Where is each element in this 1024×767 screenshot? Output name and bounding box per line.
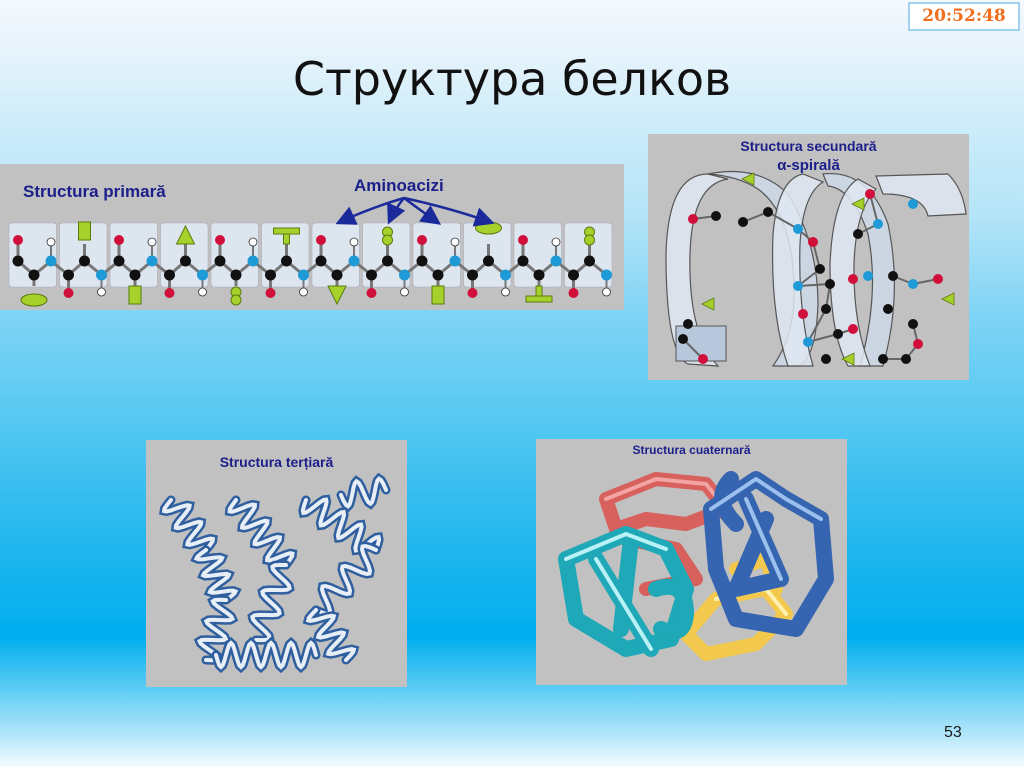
aminoacids-label: Aminoacizi [354, 176, 444, 195]
protein-subunits-illustration [558, 471, 834, 661]
secondary-structure-figure: Structura secundară α-spirală [648, 134, 969, 380]
page-number: 53 [944, 724, 962, 741]
clock-display: 20:52:48 [908, 2, 1020, 31]
quaternary-structure-figure: Structura cuaternară [536, 439, 847, 685]
quaternary-structure-label: Structura cuaternară [632, 443, 751, 457]
folded-protein-ribbon-illustration [159, 472, 391, 674]
primary-structure-label: Structura primară [23, 182, 166, 201]
tertiary-structure-label: Structura terțiară [219, 454, 334, 470]
slide-title: Структура белков [292, 52, 732, 106]
tertiary-structure-figure: Structura terțiară [146, 440, 407, 687]
primary-structure-figure: Structura primară Aminoacizi [0, 164, 624, 310]
peptide-chain-illustration [8, 196, 613, 307]
alpha-helix-illustration [665, 171, 967, 367]
aminoacid-arrows [335, 196, 495, 227]
secondary-structure-label: Structura secundară [740, 138, 877, 154]
alpha-helix-label: α-spirală [777, 157, 840, 174]
